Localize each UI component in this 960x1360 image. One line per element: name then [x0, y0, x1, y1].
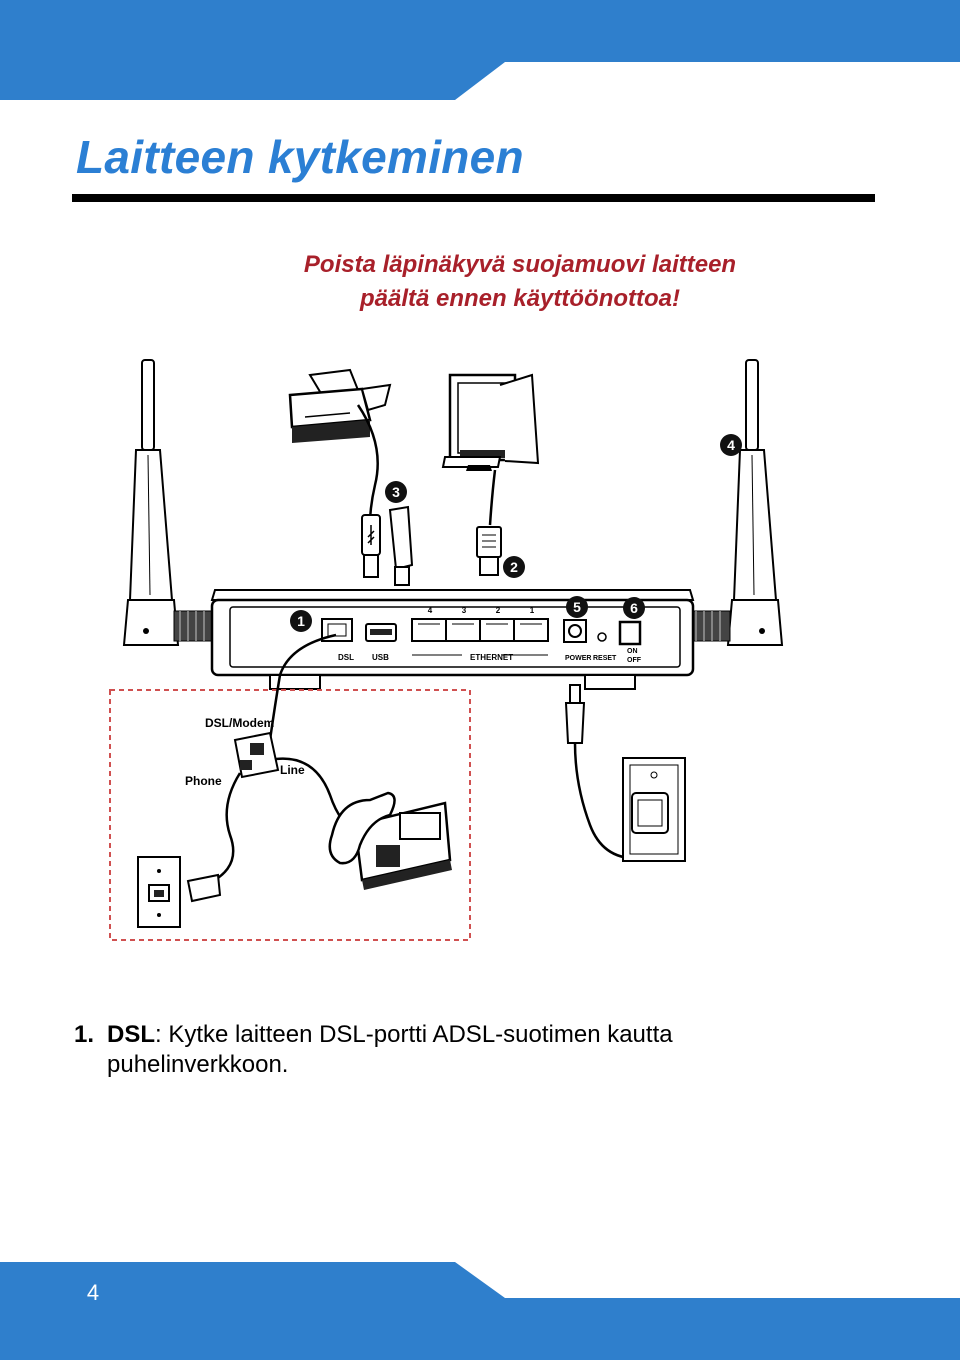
port-number-4: 4	[428, 606, 433, 615]
page-number: 4	[86, 1280, 100, 1305]
port-number-2: 2	[496, 606, 501, 615]
warning-line-2: päältä ennen käyttöönottoa!	[359, 285, 681, 312]
splitter-phone-label: Phone	[185, 774, 222, 788]
port-number-3: 3	[462, 606, 467, 615]
splitter-line-label: Line	[280, 763, 305, 777]
step-body: DSL: Kytke laitteen DSL-portti ADSL-suot…	[107, 1020, 834, 1080]
switch-off-label: OFF	[627, 657, 642, 664]
callout-4: 4	[720, 434, 742, 456]
step-text: : Kytke laitteen DSL-portti ADSL-suotime…	[107, 1021, 673, 1078]
usb-plug-icon	[361, 514, 381, 578]
right-antenna	[689, 359, 784, 646]
step-number: 1.	[74, 1021, 95, 1048]
printer-icon	[288, 368, 392, 443]
splitter-dsl-modem-label: DSL/Modem	[205, 716, 274, 730]
usb-stick-icon	[388, 505, 414, 586]
page-title: Laitteen kytkeminen	[76, 131, 524, 183]
ethernet-plug-icon	[476, 526, 502, 576]
callout-1: 1	[290, 610, 312, 632]
switch-on-label: ON	[627, 648, 638, 655]
callout-2: 2	[503, 556, 525, 578]
router-back-panel	[210, 589, 695, 690]
left-antenna	[122, 359, 215, 646]
power-plug-icon	[564, 684, 586, 744]
phone-wall-jack-icon	[137, 856, 222, 928]
splitter-icon	[233, 731, 280, 779]
svg-text:1: 1	[297, 613, 305, 629]
warning-line-1: Poista läpinäkyvä suojamuovi laitteen	[303, 251, 737, 278]
dsl-port-label: DSL	[338, 653, 354, 662]
port-number-1: 1	[530, 606, 535, 615]
power-outlet-icon	[622, 757, 686, 862]
computer-icon	[441, 373, 540, 471]
usb-port-label: USB	[372, 653, 389, 662]
svg-text:3: 3	[392, 484, 400, 500]
step-term: DSL	[107, 1021, 155, 1048]
header-band	[0, 0, 960, 100]
dsl-setup-box	[109, 689, 471, 941]
footer-band	[0, 1262, 960, 1360]
svg-text:6: 6	[630, 600, 638, 616]
svg-text:5: 5	[573, 599, 581, 615]
connection-diagram: 4 3 2 1 DSL USB ETHERNET POWER RESET ON …	[109, 359, 784, 941]
svg-text:2: 2	[510, 559, 518, 575]
instruction-step: 1. DSL: Kytke laitteen DSL-portti ADSL-s…	[74, 1020, 834, 1080]
power-port-label: POWER	[565, 655, 591, 662]
ethernet-port-label: ETHERNET	[470, 653, 513, 662]
callout-6: 6	[623, 597, 645, 619]
reset-port-label: RESET	[593, 655, 617, 662]
warning-notice: Poista läpinäkyvä suojamuovi laitteen pä…	[230, 248, 810, 316]
title-divider	[72, 194, 875, 202]
callout-3: 3	[385, 481, 407, 503]
callout-5: 5	[566, 596, 588, 618]
telephone-icon	[328, 791, 452, 890]
svg-text:4: 4	[727, 437, 735, 453]
